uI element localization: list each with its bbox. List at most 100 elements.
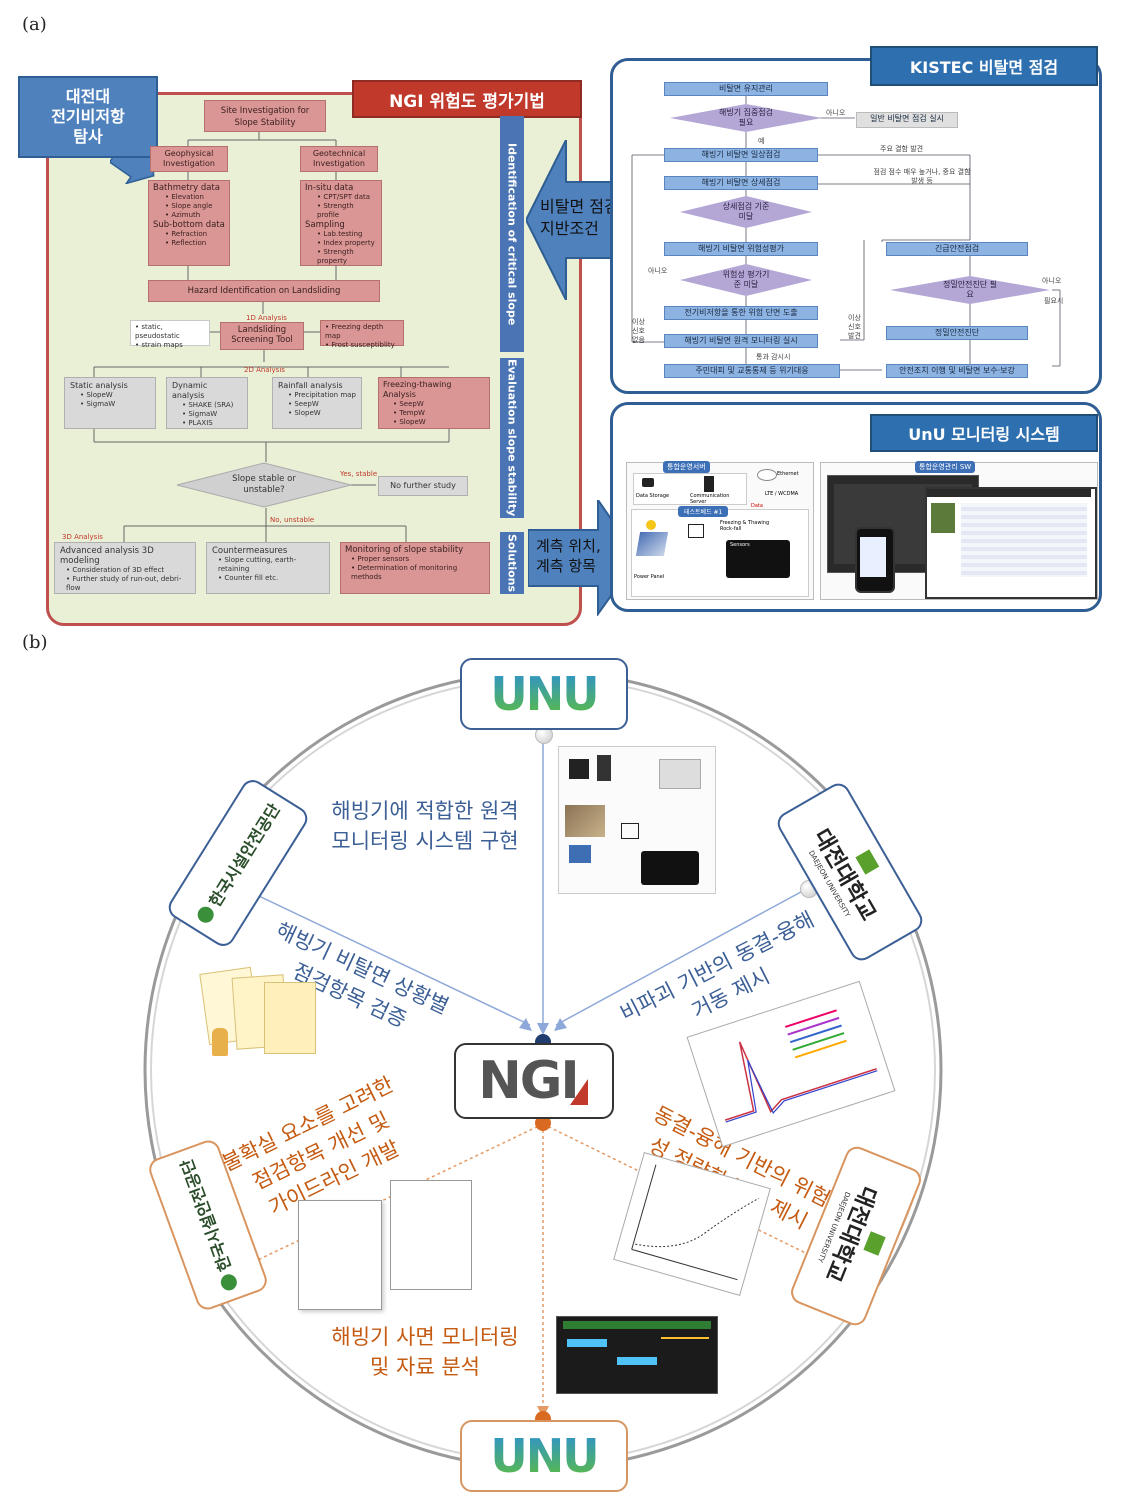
kistec-safety-measures: 안전조치 이행 및 비탈면 보수·보강 xyxy=(886,364,1028,378)
rainfall-analysis-heading: Rainfall analysis xyxy=(278,381,343,390)
geotechnical-box: Geotechnical Investigation xyxy=(300,146,378,172)
panel-a-label: (a) xyxy=(22,14,47,35)
countermeasures-item: • Slope cutting, earth-retaining xyxy=(218,556,297,573)
testbed-tag: 테스트베드 #1 xyxy=(678,506,729,517)
rainfall-analysis-item-text: Precipitation map xyxy=(294,391,356,399)
side-bar-evaluation: Evaluation slope stability xyxy=(500,358,524,518)
text-monitoring-analysis: 해빙기 사면 모니터링 및 자료 분석 xyxy=(331,1325,519,1379)
ngi-center-logo: NGI xyxy=(478,1051,580,1111)
rainfall-analysis-item: • Precipitation map xyxy=(288,391,356,399)
advanced-item: • Consideration of 3D effect xyxy=(66,566,165,574)
data-label: Data xyxy=(751,503,763,509)
static-maps-box: • static, pseudostatic • strain maps xyxy=(130,320,210,349)
monitoring-item: • Determination of monitoring methods xyxy=(351,564,458,581)
decision-diamond xyxy=(176,462,352,508)
kistec-no3-label: 아니오 xyxy=(1042,277,1062,285)
subbottom-heading: Sub-bottom data xyxy=(153,220,225,230)
panel-b-label: (b) xyxy=(22,632,48,653)
countermeasures-box: Countermeasures • Slope cutting, earth-r… xyxy=(206,542,330,594)
logger-icon xyxy=(688,524,704,538)
server-icon xyxy=(597,755,611,781)
unu-bottom-logo: UNU xyxy=(490,1429,599,1483)
phone-mockup xyxy=(855,527,895,593)
kistec-step-remote: 해빙기 비탈면 원격 모니터링 실시 xyxy=(664,334,818,348)
sampling-item: • Strength property xyxy=(317,248,354,265)
table-screenshot xyxy=(925,487,1097,599)
monitoring-item-text: Proper sensors xyxy=(357,555,410,563)
unu-arrow-text: 계측 위치, 계측 항목 xyxy=(536,537,601,575)
bathymetry-item-text: Azimuth xyxy=(171,211,201,219)
freezing-analysis-item-text: SeepW xyxy=(399,400,424,408)
daejeon-callout: 대전대 전기비저항 탐사 xyxy=(18,76,158,158)
insitu-item-text: CPT/SPT data xyxy=(323,193,371,201)
unu-software-screens: 통합운영관리 SW xyxy=(820,461,1098,600)
kistec-watch-label: 통과 감시시 xyxy=(756,353,791,361)
kistec-decision-detailed-text: 상세점검 기준 미달 xyxy=(722,202,770,221)
rainfall-analysis-item-text: SlopeW xyxy=(294,409,321,417)
freezing-maps-box: • Freezing depth map • Frost susceptibli… xyxy=(320,320,404,349)
ngi-center-card: NGI xyxy=(454,1043,614,1119)
freezing-analysis-item: • SeepW xyxy=(393,400,424,408)
geotechnical-data-box: In-situ data • CPT/SPT data • Strength p… xyxy=(300,180,382,266)
daejeon-callout-text: 대전대 전기비저항 탐사 xyxy=(51,87,125,146)
geophysical-data-box: Bathmetry data • Elevation • Slope angle… xyxy=(148,180,230,266)
side-bar-identification: Identification of critical slope xyxy=(500,116,524,352)
subbottom-item-text: Reflection xyxy=(171,239,207,247)
dynamic-analysis-item-text: SHAKE (SRA) xyxy=(188,401,234,409)
kistec-precise-diagnosis: 정밀안전진단 xyxy=(886,326,1028,340)
freezing-analysis-item: • SlopeW xyxy=(393,418,426,426)
bathymetry-heading: Bathmetry data xyxy=(153,183,220,193)
data-storage-icon xyxy=(642,478,654,487)
thumbnail-monitoring-system xyxy=(558,746,716,894)
slope-photo xyxy=(565,805,605,837)
countermeasures-item-text: Counter fill etc. xyxy=(224,574,279,582)
kistec-step-risk: 해빙기 비탈면 위험성평가 xyxy=(664,242,818,256)
bathymetry-item: • Slope angle xyxy=(165,202,213,210)
dynamic-analysis-box: Dynamic analysis • SHAKE (SRA) • SigmaW … xyxy=(166,377,248,429)
solar-panel-icon xyxy=(635,532,669,556)
subbottom-item: • Refraction xyxy=(165,230,208,238)
kistec-no-label: 아니오 xyxy=(826,109,846,117)
unu-server-tag: 통합운영서버 xyxy=(663,461,710,473)
freezing-analysis-item-text: SlopeW xyxy=(399,418,426,426)
logger-icon xyxy=(621,823,639,839)
unu-top-logo: UNU xyxy=(490,667,599,721)
bathymetry-item-text: Elevation xyxy=(171,193,204,201)
countermeasures-item: • Counter fill etc. xyxy=(218,574,279,582)
static-map-item: • static, pseudostatic xyxy=(135,323,180,340)
thumbnail-risk-chart xyxy=(613,1151,771,1297)
freezing-thawing-analysis-box: Freezing-thawing Analysis • SeepW • Temp… xyxy=(378,377,490,429)
freezing-analysis-heading: Freezing-thawing Analysis xyxy=(383,380,452,399)
hazard-identification-box: Hazard Identification on Landsliding xyxy=(148,280,380,302)
yes-stable-label: Yes, stable xyxy=(340,470,378,478)
bathymetry-item: • Azimuth xyxy=(165,211,201,219)
unu-testbed-box: 테스트베드 #1 Power Panel Freezing & Thawing … xyxy=(631,506,809,597)
server-icon xyxy=(704,476,714,492)
analysis-2d-label: 2D Analysis xyxy=(244,366,285,374)
advanced-item: • Further study of run-out, debri-flow xyxy=(66,575,182,592)
unu-top-card: UNU xyxy=(460,658,628,730)
rainfall-analysis-item: • SlopeW xyxy=(288,409,321,417)
sampling-item-text: Index property xyxy=(323,239,375,247)
unu-sw-tag: 통합운영관리 SW xyxy=(915,461,976,473)
ngi-flow-connectors xyxy=(93,130,450,542)
monitoring-heading: Monitoring of slope stability xyxy=(345,545,464,555)
kistec-note-major: 주요 결함 발견 xyxy=(880,145,924,153)
waveform-lines xyxy=(724,1009,878,1123)
static-analysis-box: Static analysis • SlopeW • SigmaW xyxy=(64,377,156,429)
sun-icon xyxy=(646,520,656,530)
dynamic-analysis-item-text: PLAXIS xyxy=(188,419,213,427)
kistec-panel-title: KISTEC 비탈면 점검 xyxy=(870,46,1098,86)
sensors-label: Sensors xyxy=(730,542,750,548)
kistec-general-inspection: 일반 비탈면 점검 실시 xyxy=(856,112,958,128)
data-storage-label: Data Storage xyxy=(636,493,670,499)
side-bar-solutions: Solutions xyxy=(500,532,524,594)
sampling-item: • Index property xyxy=(317,239,375,247)
insitu-item: • CPT/SPT data xyxy=(317,193,371,201)
static-analysis-item: • SlopeW xyxy=(80,391,113,399)
insitu-heading: In-situ data xyxy=(305,183,354,193)
thumbnail-checklists xyxy=(194,964,344,1074)
kistec-emergency: 긴급안전점검 xyxy=(886,242,1028,256)
kistec-logo-icon xyxy=(218,1271,240,1293)
static-map-text: static, pseudostatic xyxy=(135,323,180,340)
